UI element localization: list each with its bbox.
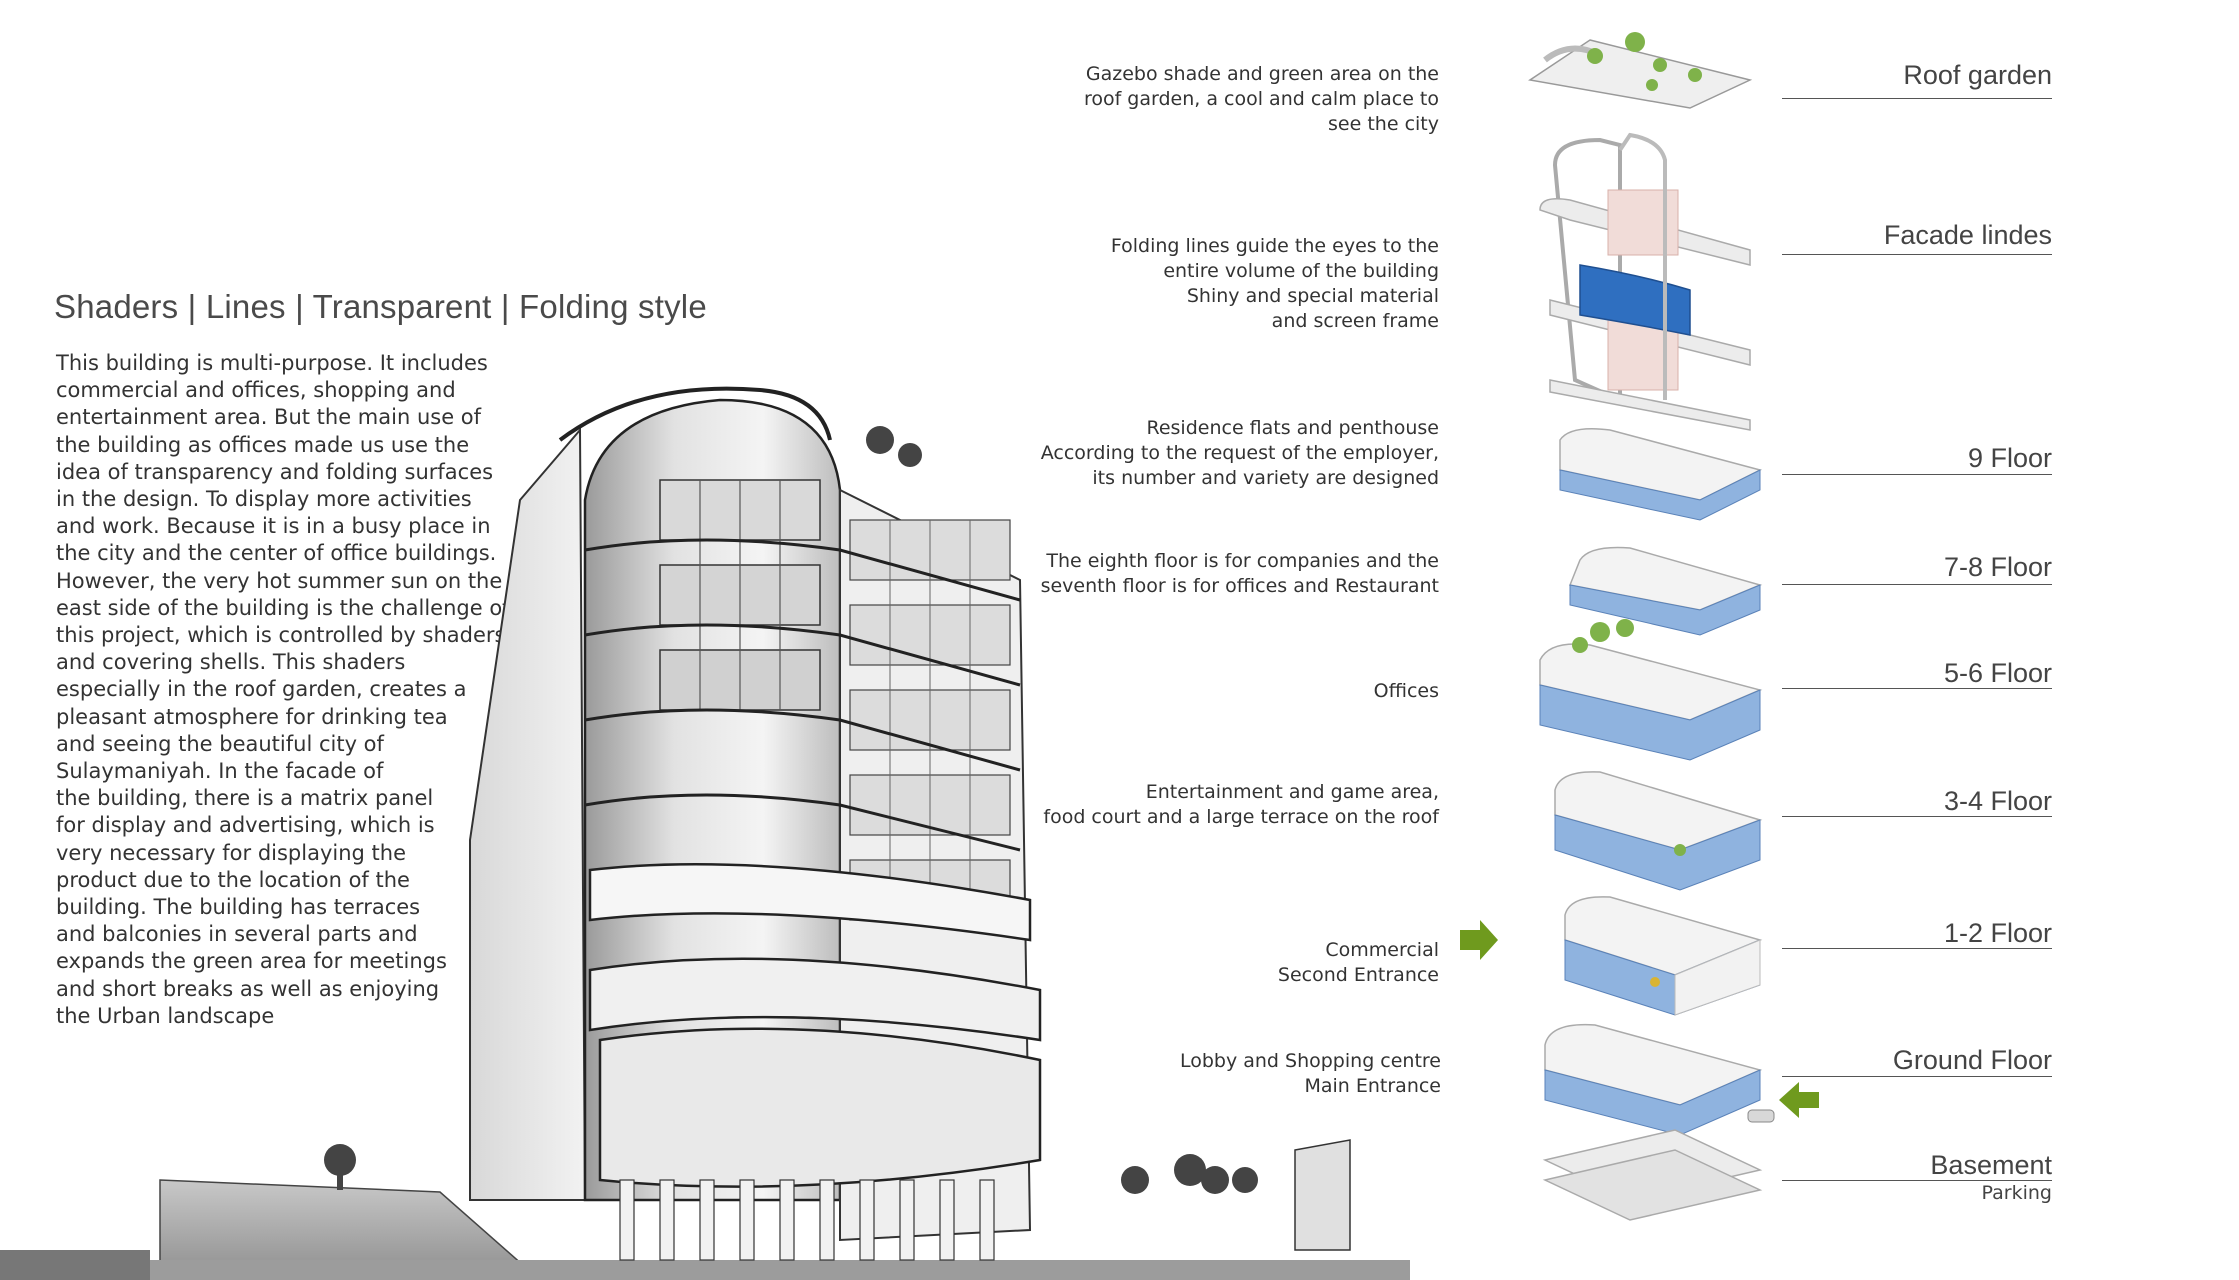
roof-canopy xyxy=(558,386,832,442)
level-underline xyxy=(1782,254,2052,255)
note-line: Folding lines guide the eyes to the xyxy=(1110,235,1439,257)
screen-shell xyxy=(598,1027,1042,1188)
level-label-5-6-floor: 5-6 Floor xyxy=(1943,658,2052,688)
note-line: and screen frame xyxy=(1271,310,1439,332)
description-line: Sulaymaniyah. In the facade of xyxy=(56,759,384,784)
description-line: very necessary for displaying the xyxy=(56,840,406,865)
description-line: in the design. To display more activitie… xyxy=(56,487,472,512)
note-line: Offices xyxy=(1373,680,1439,702)
note-1-2-floor: Commercial Second Entrance xyxy=(1278,938,1439,988)
description-line: entertainment area. But the main use of xyxy=(56,405,482,430)
terrace-balcony xyxy=(588,863,1032,942)
description-line: and work. Because it is in a busy place … xyxy=(56,514,491,539)
note-3-4-floor: Entertainment and game area, food court … xyxy=(1043,780,1439,830)
street xyxy=(0,1260,1410,1280)
description-line: the Urban landscape xyxy=(56,1003,275,1028)
description-line: expands the green area for meetings xyxy=(56,949,447,974)
level-label-9-floor: 9 Floor xyxy=(1967,443,2052,473)
tree-icon xyxy=(1587,32,1702,91)
level-label-3-4-floor: 3-4 Floor xyxy=(1943,786,2052,816)
description-line: and short breaks as well as enjoying xyxy=(56,976,440,1001)
description-line: the city and the center of office buildi… xyxy=(56,541,497,566)
description-line: and balconies in several parts and xyxy=(56,922,418,947)
level-underline xyxy=(1782,1180,2052,1181)
level-label-7-8-floor: 7-8 Floor xyxy=(1943,552,2052,582)
note-line: seventh floor is for offices and Restaur… xyxy=(1040,575,1439,597)
note-facade-lines: Folding lines guide the eyes to the enti… xyxy=(1111,234,1439,334)
note-9-floor: Residence flats and penthouse According … xyxy=(1041,416,1439,491)
level-underline xyxy=(1782,98,2052,99)
level-label-ground-floor: Ground Floor xyxy=(1892,1045,2052,1075)
note-line: Commercial xyxy=(1325,939,1439,961)
note-line: its number and variety are designed xyxy=(1092,467,1439,489)
note-line: Lobby and Shopping centre xyxy=(1179,1050,1441,1072)
note-roof-garden: Gazebo shade and green area on the roof … xyxy=(1084,62,1439,137)
level-underline xyxy=(1782,584,2052,585)
note-line: roof garden, a cool and calm place to xyxy=(1083,88,1439,110)
note-line: entire volume of the building xyxy=(1163,260,1439,282)
description-line: for display and advertising, which is xyxy=(56,813,435,838)
note-line: Gazebo shade and green area on the xyxy=(1085,63,1439,85)
description-line: idea of transparency and folding surface… xyxy=(56,459,494,484)
description-line: commercial and offices, shopping and xyxy=(56,378,456,403)
level-underline xyxy=(1782,948,2052,949)
tree-icon xyxy=(324,426,1258,1194)
note-line: The eighth floor is for companies and th… xyxy=(1046,550,1439,572)
roof-garden-level xyxy=(1528,32,1753,109)
description-line: pleasant atmosphere for drinking tea xyxy=(56,704,448,729)
description-block: This building is multi-purpose. It inclu… xyxy=(56,350,510,1030)
floor-3-4-level xyxy=(1554,771,1763,891)
entrance-arrow-icon xyxy=(1460,920,1498,960)
description-line: building. The building has terraces xyxy=(56,895,421,920)
building-illustration xyxy=(0,386,1410,1280)
note-line: Second Entrance xyxy=(1277,964,1439,986)
ground-floor-level xyxy=(1544,1023,1775,1136)
note-line: Residence flats and penthouse xyxy=(1146,417,1439,439)
level-label-1-2-floor: 1-2 Floor xyxy=(1943,918,2052,948)
building-side-facade xyxy=(469,427,587,1201)
level-underline xyxy=(1782,474,2052,475)
description-line: the building as offices made us use the xyxy=(56,432,470,457)
solar-panel xyxy=(1579,264,1691,336)
basement-level xyxy=(1542,1129,1763,1221)
level-label-basement: Basement xyxy=(1930,1150,2052,1180)
description-line: east side of the building is the challen… xyxy=(56,595,510,620)
floor-1-2-level xyxy=(1564,896,1763,1016)
floor-9-level xyxy=(1559,428,1763,521)
facade-lines-level xyxy=(1539,132,1751,431)
description-line: and covering shells. This shaders xyxy=(56,650,406,675)
level-underline xyxy=(1782,816,2052,817)
description-line: this project, which is controlled by sha… xyxy=(56,623,506,648)
note-ground-floor: Lobby and Shopping centre Main Entrance xyxy=(1180,1049,1441,1099)
description-line: and seeing the beautiful city of xyxy=(56,731,384,756)
floor-5-6-level xyxy=(1539,619,1763,761)
note-line: food court and a large terrace on the ro… xyxy=(1043,806,1439,828)
note-line: According to the request of the employer… xyxy=(1040,442,1439,464)
note-line: Main Entrance xyxy=(1304,1075,1441,1097)
level-sublabel-parking: Parking xyxy=(1981,1182,2052,1204)
level-label-facade-lines: Facade lindes xyxy=(1883,220,2052,250)
tree-icon xyxy=(1674,844,1686,856)
note-5-6-floor: Offices xyxy=(1374,679,1439,704)
entrance-arrow-icon xyxy=(1779,1082,1819,1118)
level-label-roof-garden: Roof garden xyxy=(1903,60,2052,90)
note-line: Shiny and special material xyxy=(1186,285,1439,307)
page-title: Shaders | Lines | Transparent | Folding … xyxy=(54,288,707,325)
note-line: see the city xyxy=(1328,113,1439,135)
description-line: product due to the location of the xyxy=(56,867,410,892)
note-line: Entertainment and game area, xyxy=(1145,781,1439,803)
note-7-8-floor: The eighth floor is for companies and th… xyxy=(1041,549,1439,599)
description-line: However, the very hot summer sun on the xyxy=(56,568,503,593)
level-underline xyxy=(1782,1076,2052,1077)
floor-stack-illustration xyxy=(1460,32,1775,1221)
level-underline xyxy=(1782,688,2052,689)
floor-7-8-level xyxy=(1568,546,1763,636)
description-line: This building is multi-purpose. It inclu… xyxy=(56,351,488,375)
car-icon xyxy=(1747,1109,1775,1123)
description-line: the building, there is a matrix panel xyxy=(56,786,434,811)
description-line: especially in the roof garden, creates a xyxy=(56,677,467,702)
ground-plaza xyxy=(159,1179,542,1280)
tree-icon xyxy=(1572,619,1634,653)
